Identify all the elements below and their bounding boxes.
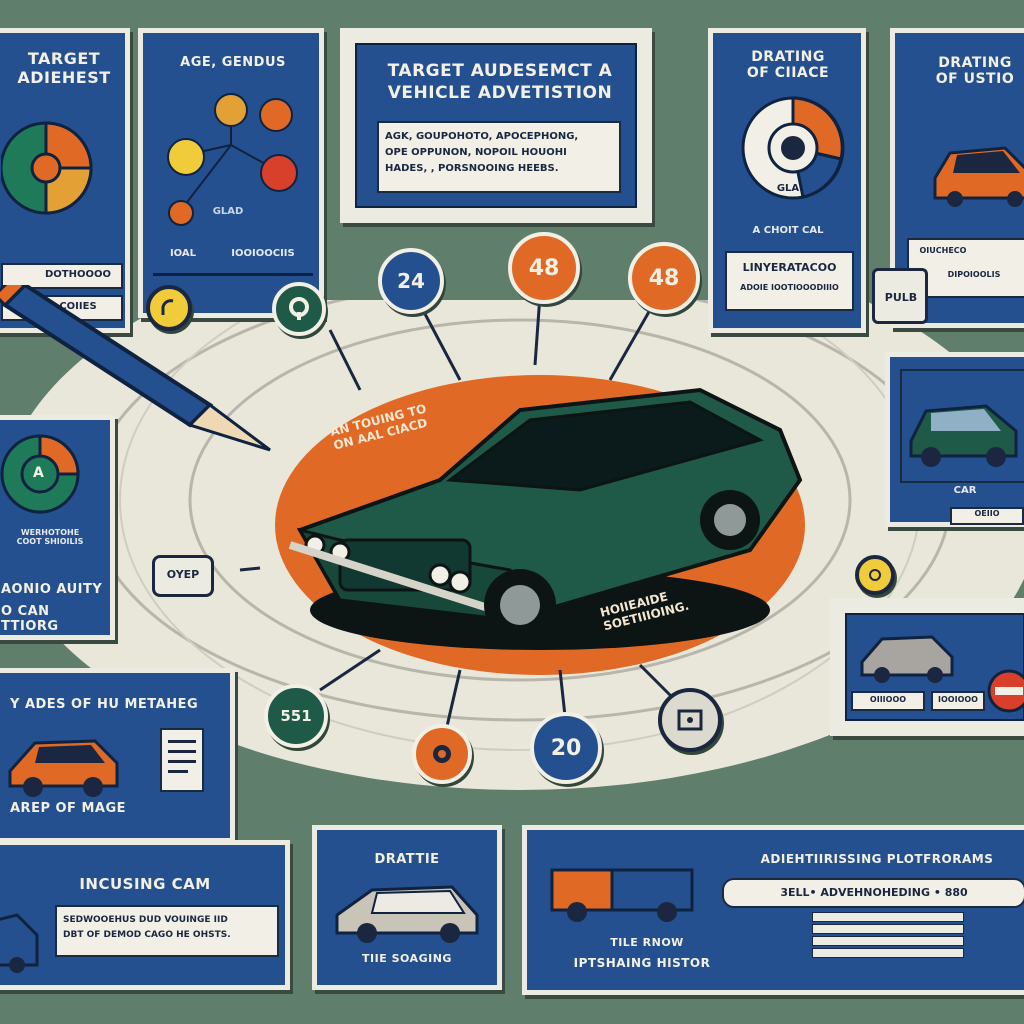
line-2: O CAN TTIORG <box>1 604 59 634</box>
node-20[interactable]: 20 <box>530 712 602 784</box>
row-2-label: COIIES <box>59 301 97 312</box>
car-frame <box>900 369 1024 483</box>
panel-audience-pie: A WERHOTOHE COOT SHIOILIS AONIO AUITY O … <box>0 415 115 640</box>
chart-sub: A CHOIT CAL <box>752 225 824 236</box>
paper-stack <box>812 912 964 967</box>
panel-advertising-platforms: ADIEHTIIRISSING PLOTFRORAMS 3ELL• ADVEHN… <box>522 825 1024 995</box>
foot-box: OEIIO <box>950 507 1024 525</box>
node-551[interactable]: 551 <box>264 684 328 748</box>
panel-title: AGE, GENDUS <box>180 55 286 70</box>
description-box: SEDWOOEHUS DUD VOUINGE IID DBT OF DEMOD … <box>55 905 279 957</box>
panel-title: DRATING OF USTIO <box>935 55 1015 87</box>
pencil-icon <box>0 285 271 452</box>
panel-title-line2: VEHICLE ADVETISTION <box>387 83 613 103</box>
delivery-van-icon <box>550 868 694 922</box>
node-24[interactable]: 24 <box>378 248 444 314</box>
row-1-label: DOTHOOOO <box>45 269 111 280</box>
location-tag[interactable]: OYEP <box>152 555 214 597</box>
panel-including-cam: INCUSING CAM SEDWOOEHUS DUD VOUINGE IID … <box>0 840 290 990</box>
gear-icon <box>433 745 451 763</box>
info-box-foot: ADOIE IOOTIOOODIIIO <box>740 283 839 292</box>
orange-car-icon <box>933 146 1024 207</box>
description-text: SEDWOOEHUS DUD VOUINGE IID DBT OF DEMOD … <box>63 915 231 940</box>
description-box: AGK, GOUPOHOTO, APOCEPHONG, OPE OPPUNON,… <box>377 121 621 193</box>
panel-title: ADIEHTIIRISSING PLOTFRORAMS <box>760 852 994 866</box>
panel-age-gender: AGE, GENDUS GLAD IOAL IOOIOOCIIS <box>138 28 324 318</box>
info-box-title: LINYERATACOO <box>742 261 837 274</box>
panel-title: Y ADES OF HU METAHEG <box>10 697 199 712</box>
panel-ages: Y ADES OF HU METAHEG AREP OF MAGE <box>0 668 235 843</box>
description-text: AGK, GOUPOHOTO, APOCEPHONG, OPE OPPUNON,… <box>385 131 579 174</box>
row-b: DIPOIOOLIS <box>947 270 1001 279</box>
pie-chart-icon <box>1 121 93 215</box>
location-tag-label: OYEP <box>166 568 200 581</box>
panel-drating-choice: DRATING OF CIIACE GLA A CHOIT CAL LINYER… <box>708 28 866 333</box>
ring-center-badge: A <box>33 465 44 481</box>
sedan-car-illustration <box>288 387 803 650</box>
panel-drattie: DRATTIE TIIE SOAGING <box>312 825 502 990</box>
donut-chart <box>741 96 845 200</box>
info-box: LINYERATACOO ADOIE IOOTIOOODIIIO <box>725 251 854 311</box>
node-device[interactable] <box>658 688 722 752</box>
node-lock[interactable] <box>272 282 326 336</box>
no-entry-icon <box>987 669 1024 713</box>
document-icon <box>160 728 204 792</box>
foot-label: OEIIO <box>974 509 1000 518</box>
caption: TIIE SOAGING <box>362 952 452 965</box>
foot-b: IOOIOOCIIS <box>231 248 295 259</box>
panel-target-audience-vehicle: TARGET AUDESEMCT A VEHICLE ADVETISTION A… <box>340 28 652 223</box>
row-a-box: OIIIOOO <box>851 691 925 711</box>
platforms-bar-text: 3ELL• ADVEHNOHEDING • 880 <box>780 886 968 899</box>
panel-title: DRATING OF CIIACE <box>746 49 830 81</box>
pulb-tag: PULB <box>872 268 928 324</box>
line-1: AONIO AUITY <box>1 582 103 597</box>
panel-title: TARGET ADIEHEST <box>17 49 111 87</box>
node-settings[interactable] <box>412 724 472 784</box>
caption-line-1: TILE RNOW <box>610 936 684 949</box>
node-label: GLAD <box>212 206 244 217</box>
ring-chart <box>0 434 80 514</box>
platforms-bar: 3ELL• ADVEHNOHEDING • 880 <box>722 878 1024 908</box>
green-car-icon <box>909 404 1018 467</box>
caption: CAR <box>953 485 977 496</box>
panel-title-line1: TARGET AUDESEMCT A <box>387 61 613 81</box>
coin-icon <box>869 569 881 581</box>
node-48-left[interactable]: 48 <box>508 232 580 304</box>
pulb-tag-label: PULB <box>884 291 918 304</box>
panel-title: DRATTIE <box>374 852 440 867</box>
row-b: IOOIOOO <box>938 695 978 704</box>
row-a: OIUCHECO <box>919 246 967 255</box>
lock-icon <box>289 297 309 320</box>
panel-car: CAR OEIIO <box>885 352 1024 527</box>
row-b-box: IOOIOOO <box>931 691 985 711</box>
node-ear[interactable] <box>146 285 192 331</box>
wagon-car-icon <box>335 885 479 943</box>
row-a: OIIIOOO <box>869 695 907 704</box>
orange-hatchback-icon <box>8 739 119 797</box>
panel-title: INCUSING CAM <box>79 875 211 893</box>
foot-a: IOAL <box>169 248 197 259</box>
node-coin[interactable] <box>855 555 895 595</box>
caption: AREP OF MAGE <box>10 801 127 816</box>
printer-icon <box>677 709 703 731</box>
ear-icon <box>161 299 174 315</box>
caption: WERHOTOHE COOT SHIOILIS <box>16 528 84 546</box>
panel-hatchback: OIIIOOO IOOIOOO <box>830 598 1024 736</box>
hatchback-car-icon <box>860 635 954 683</box>
node-48-right[interactable]: 48 <box>628 242 700 314</box>
network-nodes-diagram <box>167 93 298 226</box>
caption-line-2: IPTSHAING HISTOR <box>573 956 711 970</box>
blue-car-icon <box>0 913 39 973</box>
chart-caption: GLA <box>776 183 800 194</box>
